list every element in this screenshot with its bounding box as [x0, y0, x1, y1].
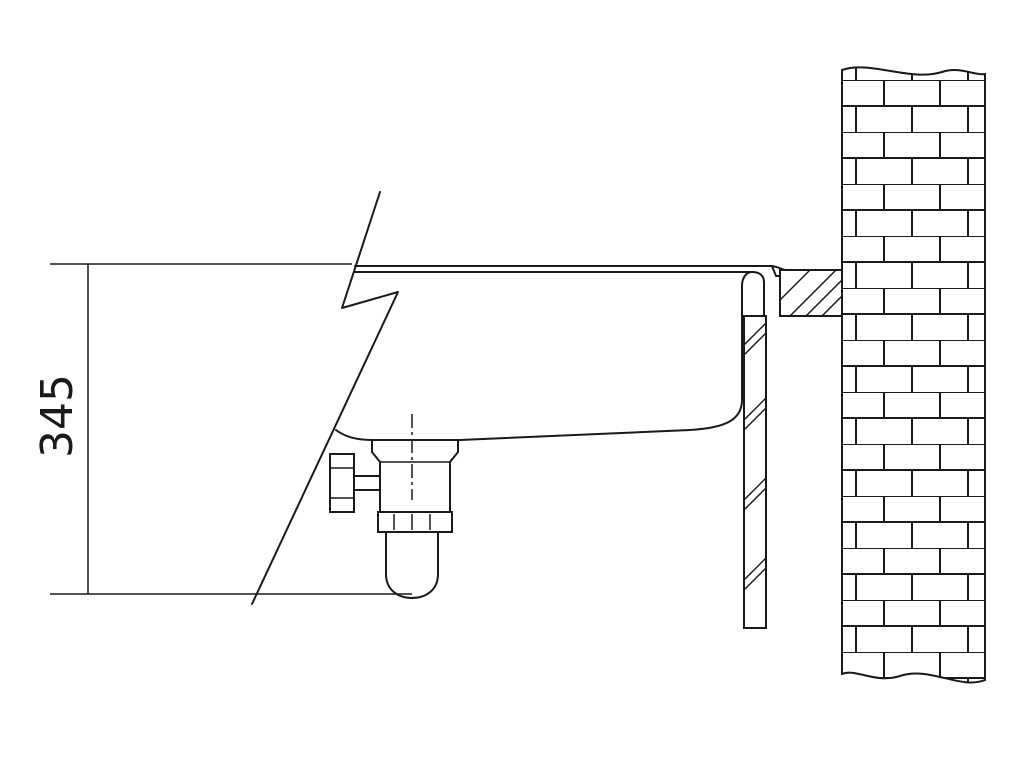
height-dimension-label: 345 [32, 374, 83, 458]
overflow-connector [329, 453, 381, 513]
worktop-section [779, 269, 843, 317]
brick-wall [841, 66, 986, 684]
waste-strainer [371, 414, 459, 599]
height-dimension: 345 [32, 263, 412, 595]
cabinet-side-panel [743, 315, 767, 629]
sink-bowl [335, 265, 791, 441]
break-line [251, 191, 399, 605]
